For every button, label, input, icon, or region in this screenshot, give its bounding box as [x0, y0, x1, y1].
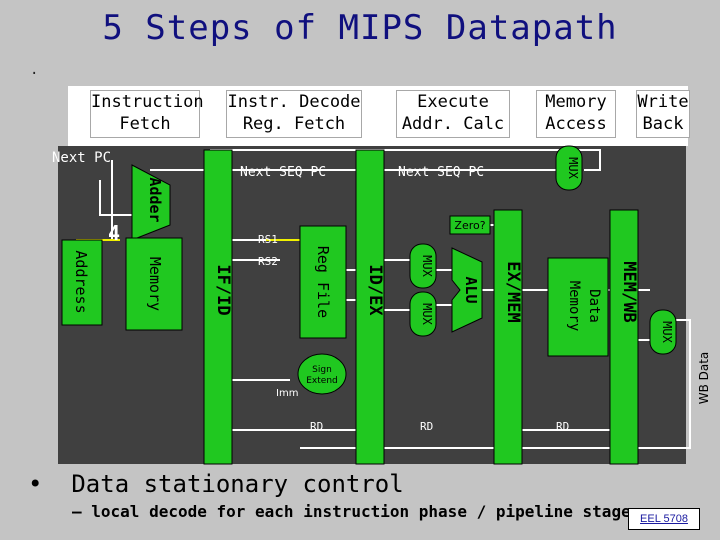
sign-extend-label-line2: Extend	[306, 376, 338, 386]
ex-mem-register	[493, 209, 523, 465]
datapath-diagram: Next PC Next SEQ PC Next SEQ PC Adder 4 …	[52, 145, 711, 465]
rd-label-2: RD	[420, 420, 433, 433]
mux-label-a: MUX	[420, 255, 434, 277]
four-label: 4	[108, 221, 120, 245]
id-ex-register	[355, 149, 385, 465]
address-label: Address	[72, 250, 90, 313]
next-seq-pc-label-2: Next SEQ PC	[398, 165, 484, 180]
register-file	[299, 225, 347, 339]
zero-test-unit	[449, 215, 491, 235]
imm-label: Imm	[276, 388, 298, 399]
alu-mux-a	[409, 243, 437, 289]
rd-label-1: RD	[310, 420, 323, 433]
sub-bullet: – local decode for each instruction phas…	[72, 502, 631, 521]
zero-label: Zero?	[454, 219, 485, 232]
data-memory-label-line1: Data	[586, 289, 602, 323]
mem-wb-label: MEM/WB	[619, 261, 639, 322]
rd-label-3: RD	[556, 420, 569, 433]
sign-extend-label-line1: Sign	[312, 365, 332, 375]
mem-wb-register	[609, 209, 639, 465]
next-seq-pc-label-1: Next SEQ PC	[240, 165, 326, 180]
sub-bullet-text: local decode for each instruction phase …	[91, 502, 631, 521]
alu-unit	[451, 247, 483, 333]
branch-mux	[555, 145, 583, 191]
id-ex-label: ID/EX	[365, 264, 385, 316]
course-label[interactable]: EEL 5708	[628, 508, 700, 530]
mux-label-b: MUX	[420, 303, 434, 325]
bullet-dot: .	[30, 62, 39, 78]
if-id-register	[203, 149, 233, 465]
data-memory-label-line2: Memory	[566, 281, 582, 332]
writeback-mux	[649, 309, 677, 355]
alu-mux-b	[409, 291, 437, 337]
alu-label: ALU	[462, 276, 480, 303]
if-id-label: IF/ID	[213, 264, 233, 315]
sign-extend-unit	[297, 353, 347, 395]
writeback-mux-label: MUX	[660, 321, 674, 343]
pc-address-box	[61, 239, 103, 326]
rs1-label: RS1	[258, 233, 278, 246]
instruction-memory	[125, 237, 183, 331]
data-memory	[547, 257, 609, 357]
memory-label: Memory	[146, 257, 164, 311]
adder-label: Adder	[146, 177, 164, 222]
reg-file-label: Reg File	[314, 246, 332, 318]
bullet-data-stationary: • Data stationary control	[28, 470, 404, 498]
next-pc-label: Next PC	[52, 150, 111, 166]
bullet-text: Data stationary control	[71, 470, 404, 498]
ex-mem-label: EX/MEM	[503, 261, 523, 322]
rs2-label: RS2	[258, 255, 278, 268]
adder-unit	[131, 164, 171, 241]
branch-mux-label: MUX	[566, 157, 580, 179]
wb-data-label: WB Data	[697, 352, 711, 405]
slide-title: 5 Steps of MIPS Datapath	[102, 8, 618, 48]
